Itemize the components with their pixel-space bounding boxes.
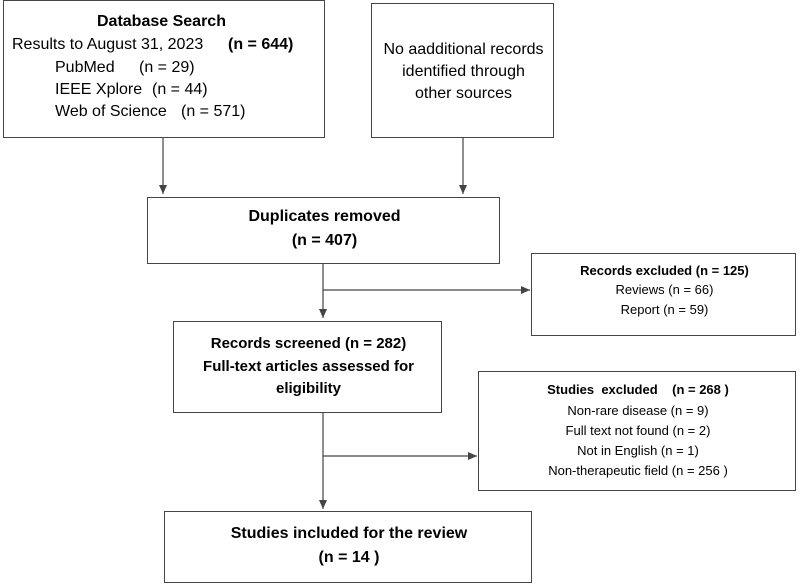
studies-excluded-non-rare: Non-rare disease (n = 9) xyxy=(567,403,709,418)
records-screened-line-3: eligibility xyxy=(275,380,341,397)
source-name-wos: Web of Science xyxy=(55,103,167,120)
duplicates-removed-box: Duplicates removed (n = 407) xyxy=(147,197,500,264)
database-search-title: Database Search xyxy=(97,13,226,30)
studies-excluded-box: Studies excluded (n = 268 ) Non-rare dis… xyxy=(478,371,796,491)
records-screened-line-2: Full-text articles assessed for xyxy=(203,358,414,375)
studies-included-title: Studies included for the review xyxy=(230,525,468,542)
studies-excluded-title: Studies excluded (n = 268 ) xyxy=(547,382,729,397)
studies-excluded-english: Not in English (n = 1) xyxy=(577,443,699,458)
source-count-pubmed: (n = 29) xyxy=(139,59,195,76)
studies-included-box: Studies included for the review (n = 14 … xyxy=(164,511,532,583)
records-excluded-box: Records excluded (n = 125) Reviews (n = … xyxy=(531,253,796,336)
source-name-ieee: IEEE Xplore xyxy=(55,81,143,98)
records-excluded-title: Records excluded (n = 125) xyxy=(580,263,749,278)
studies-excluded-non-therapeutic: Non-therapeutic field (n = 256 ) xyxy=(548,463,728,478)
records-screened-line-1: Records screened (n = 282) xyxy=(210,335,407,352)
database-search-results-label: Results to August 31, 2023 xyxy=(12,36,204,53)
studies-excluded-full-text: Full text not found (n = 2) xyxy=(565,423,711,438)
other-sources-line-3: other sources xyxy=(415,85,512,102)
source-count-wos: (n = 571) xyxy=(181,103,246,120)
source-name-pubmed: PubMed xyxy=(55,59,115,76)
other-sources-line-1: No aadditional records xyxy=(383,41,544,58)
other-sources-box: No aadditional records identified throug… xyxy=(371,3,554,138)
records-screened-box: Records screened (n = 282) Full-text art… xyxy=(173,321,442,413)
duplicates-removed-title: Duplicates removed xyxy=(248,208,401,225)
other-sources-line-2: identified through xyxy=(402,63,525,80)
database-search-box: Database Search Results to August 31, 20… xyxy=(3,0,325,138)
records-excluded-report: Report (n = 59) xyxy=(620,302,709,317)
source-count-ieee: (n = 44) xyxy=(152,81,208,98)
studies-included-count: (n = 14 ) xyxy=(318,549,380,566)
database-search-results-count: (n = 644) xyxy=(228,36,294,53)
records-excluded-reviews: Reviews (n = 66) xyxy=(615,282,714,297)
duplicates-removed-count: (n = 407) xyxy=(291,232,358,249)
